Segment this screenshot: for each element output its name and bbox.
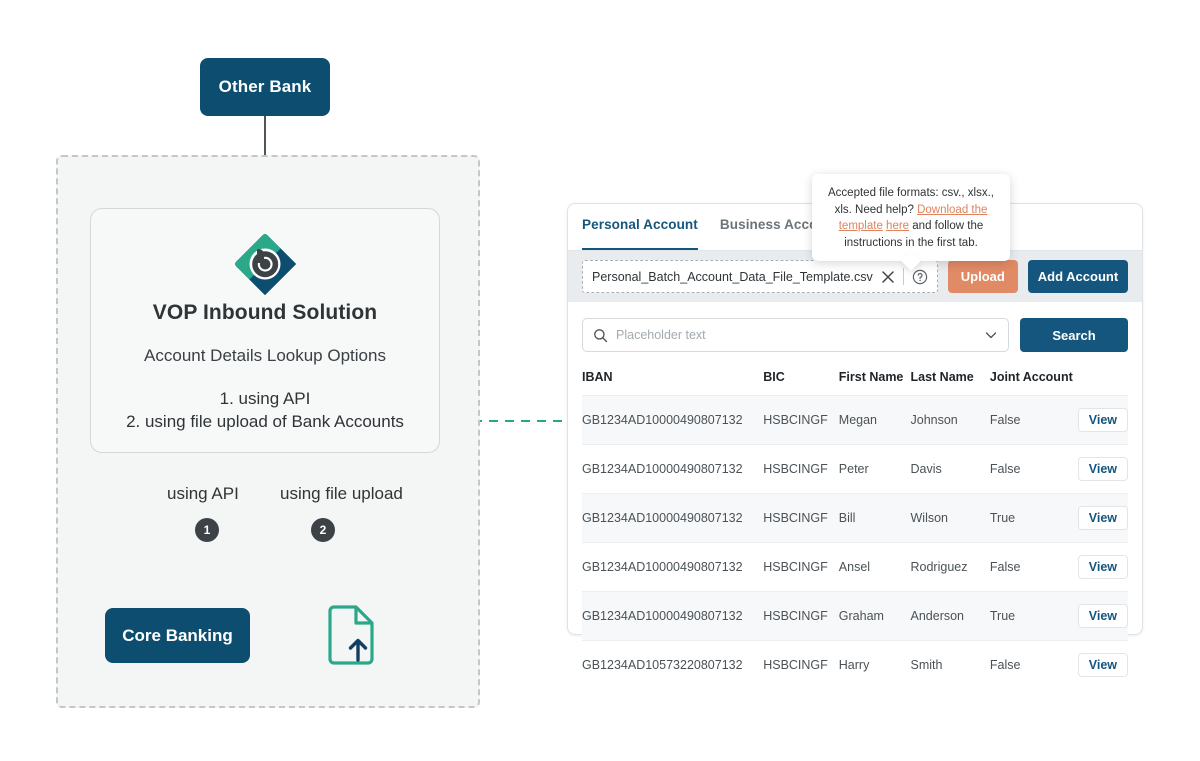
cell-joint-account: True	[989, 493, 1078, 543]
tooltip-line-2-post: and follow the instructions in the first…	[844, 220, 984, 249]
cell-bic: HSBCINGF	[763, 640, 839, 689]
brand-logo-icon	[235, 234, 296, 295]
selected-file-name: Personal_Batch_Account_Data_File_Templat…	[592, 269, 873, 284]
cell-last-name: Johnson	[910, 395, 990, 445]
cell-iban: GB1234AD10000490807132	[582, 395, 764, 445]
search-button[interactable]: Search	[1020, 318, 1128, 352]
col-first-name: First Name	[838, 370, 904, 384]
view-button[interactable]: View	[1077, 604, 1128, 628]
view-button[interactable]: View	[1077, 408, 1128, 432]
file-upload-icon	[328, 605, 374, 665]
vop-option-file-upload: 2. using file upload of Bank Accounts	[126, 412, 404, 431]
template-here-link[interactable]: here	[886, 220, 910, 232]
tooltip-line-2-pre: Need help?	[855, 203, 918, 216]
cell-actions: View	[1077, 493, 1128, 543]
cell-iban: GB1234AD10000490807132	[582, 591, 764, 641]
cell-iban: GB1234AD10573220807132	[582, 640, 764, 689]
panel-body: Placeholder text Search IBAN BIC First N…	[568, 302, 1142, 689]
cell-bic: HSBCINGF	[763, 395, 839, 445]
cell-last-name: Wilson	[910, 493, 990, 543]
col-iban: IBAN	[582, 370, 613, 384]
cell-first-name: Ansel	[838, 542, 911, 592]
search-input[interactable]: Placeholder text	[616, 328, 706, 342]
help-circle-icon[interactable]	[912, 269, 928, 285]
cell-iban: GB1234AD10000490807132	[582, 444, 764, 494]
cell-last-name: Anderson	[910, 591, 990, 641]
vop-inbound-solution-card: VOP Inbound Solution Account Details Loo…	[90, 208, 440, 453]
cell-last-name: Rodriguez	[910, 542, 990, 592]
cell-actions: View	[1077, 395, 1128, 445]
cell-last-name: Smith	[910, 640, 990, 689]
cell-iban: GB1234AD10000490807132	[582, 542, 764, 592]
step-badge-2: 2	[311, 518, 335, 542]
branch-label-using-file-upload: using file upload	[280, 484, 403, 503]
account-type-tabs: Personal Account Business Account	[568, 204, 1142, 250]
chevron-down-icon[interactable]	[984, 328, 998, 342]
cell-first-name: Megan	[838, 395, 911, 445]
tooltip-line-1: Accepted file formats: csv., xlsx., xls.	[828, 187, 994, 216]
search-icon	[594, 328, 608, 342]
add-account-button[interactable]: Add Account	[1027, 260, 1128, 293]
upload-button[interactable]: Upload	[947, 260, 1018, 293]
cell-last-name: Davis	[910, 444, 990, 494]
tab-personal-account[interactable]: Personal Account	[582, 217, 698, 250]
step-badge-1: 1	[195, 518, 219, 542]
view-button[interactable]: View	[1077, 653, 1128, 677]
cell-actions: View	[1077, 542, 1128, 592]
download-template-link[interactable]: Download the template	[838, 203, 988, 233]
vop-card-title: VOP Inbound Solution	[152, 301, 378, 324]
cell-actions: View	[1077, 591, 1128, 641]
branch-label-using-api: using API	[167, 484, 239, 503]
node-other-bank: Other Bank	[200, 58, 330, 116]
col-last-name: Last Name	[910, 370, 974, 384]
node-other-bank-label: Other Bank	[218, 77, 312, 96]
chip-divider	[902, 268, 904, 285]
view-button[interactable]: View	[1077, 506, 1128, 530]
cell-bic: HSBCINGF	[763, 493, 839, 543]
col-bic: BIC	[763, 370, 785, 384]
vop-card-subtitle: Account Details Lookup Options	[144, 346, 386, 365]
table-header-row: IBAN BIC First Name Last Name Joint Acco…	[582, 370, 1128, 396]
cell-bic: HSBCINGF	[763, 542, 839, 592]
tab-business-account[interactable]: Business Account	[719, 217, 839, 232]
search-row: Placeholder text Search	[582, 318, 1128, 352]
accounts-table: IBAN BIC First Name Last Name Joint Acco…	[582, 370, 1128, 689]
view-button[interactable]: View	[1077, 457, 1128, 481]
vop-option-api: 1. using API	[219, 389, 311, 408]
cell-joint-account: False	[989, 640, 1078, 689]
cell-first-name: Peter	[838, 444, 911, 494]
cell-actions: View	[1077, 640, 1128, 689]
node-core-banking: Core Banking	[105, 608, 250, 663]
file-upload-toolbar: Personal_Batch_Account_Data_File_Templat…	[568, 250, 1142, 302]
cell-bic: HSBCINGF	[763, 591, 839, 641]
cell-joint-account: False	[989, 395, 1078, 445]
cell-actions: View	[1077, 444, 1128, 494]
cell-joint-account: False	[989, 542, 1078, 592]
accounts-panel: Personal Account Business Account Person…	[567, 203, 1143, 689]
col-actions	[1078, 370, 1128, 396]
cell-joint-account: True	[989, 591, 1078, 641]
file-format-tooltip: Accepted file formats: csv., xlsx., xls.…	[812, 174, 1010, 271]
cell-bic: HSBCINGF	[763, 444, 839, 494]
cell-joint-account: False	[989, 444, 1078, 494]
search-input-wrapper[interactable]: Placeholder text	[582, 318, 1009, 352]
col-joint-account: Joint Account	[989, 370, 1073, 384]
cell-first-name: Harry	[838, 640, 911, 689]
view-button[interactable]: View	[1077, 555, 1128, 579]
step-badge-2-number: 2	[319, 523, 327, 537]
cell-iban: GB1234AD10000490807132	[582, 493, 764, 543]
selected-file-chip[interactable]: Personal_Batch_Account_Data_File_Templat…	[582, 260, 938, 293]
node-core-banking-label: Core Banking	[122, 625, 233, 645]
close-x-icon[interactable]	[881, 270, 895, 284]
cell-first-name: Bill	[838, 493, 911, 543]
step-badge-1-number: 1	[203, 523, 211, 537]
cell-first-name: Graham	[838, 591, 911, 641]
